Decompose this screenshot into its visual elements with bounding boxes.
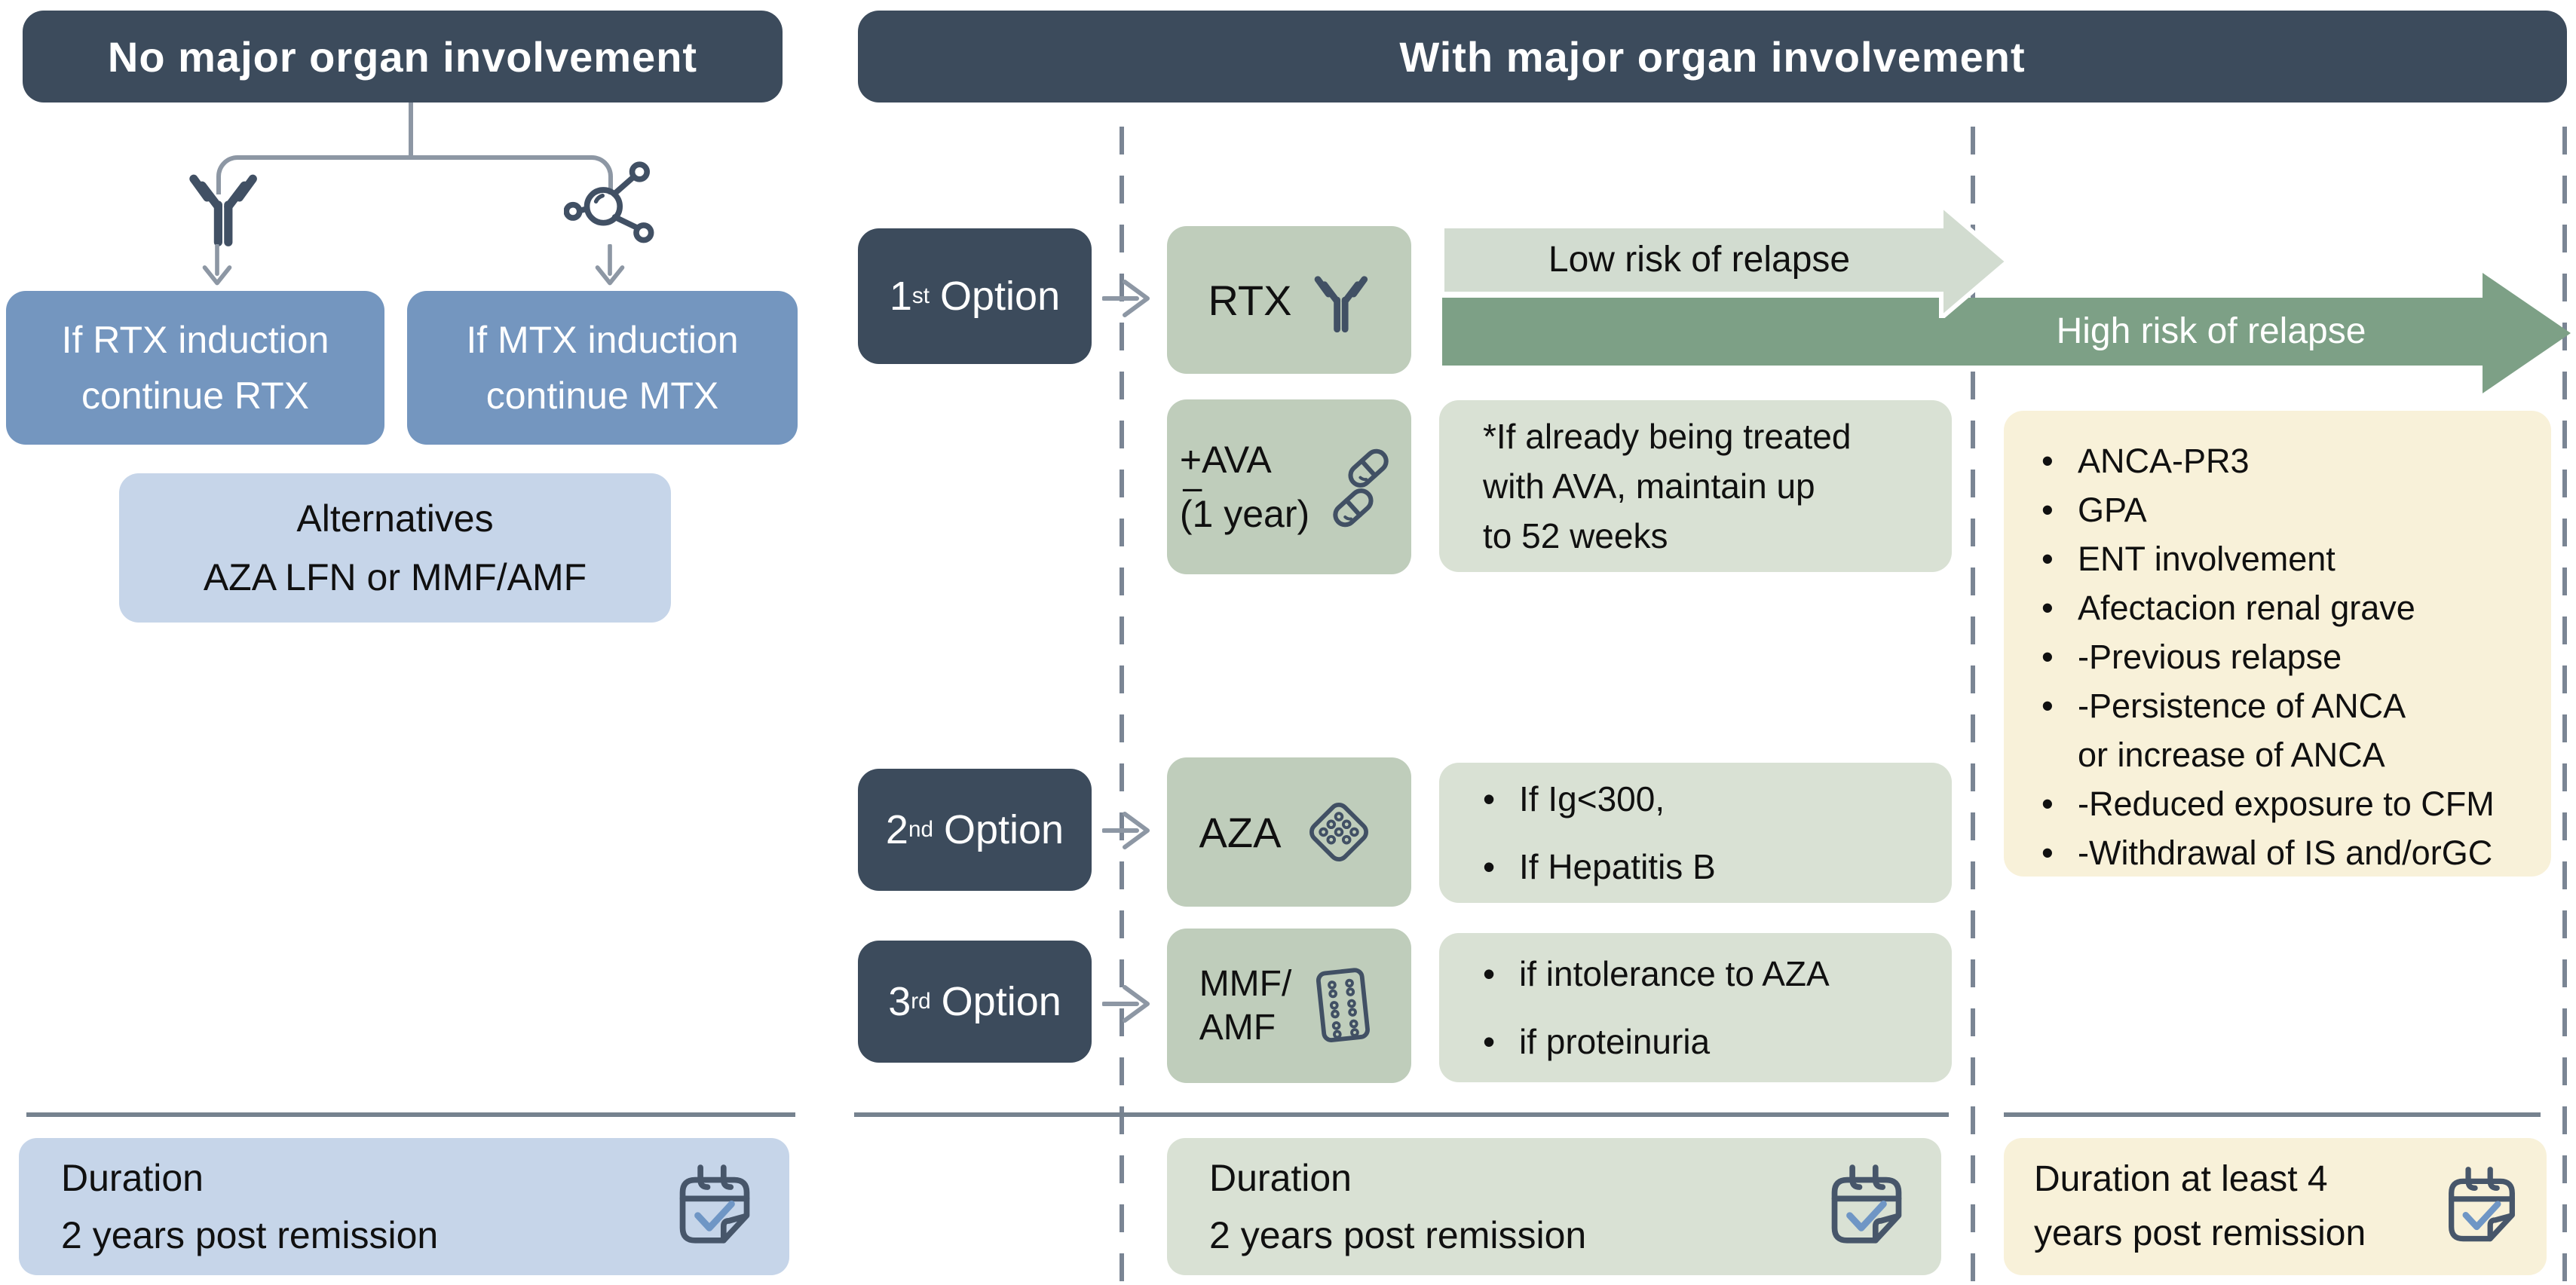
bullet: • <box>1483 779 1496 818</box>
high-risk-label: High risk of relapse <box>2056 311 2366 351</box>
dashed-separator <box>1971 127 1975 1285</box>
molecule-icon <box>564 161 654 243</box>
rtx-induction-box: If RTX induction continue RTX <box>6 291 384 445</box>
option-3-number: 3 <box>888 979 911 1024</box>
divider-line-left <box>26 1112 795 1117</box>
bullet: • <box>2042 638 2054 676</box>
alternatives-drugs: AZA LFN or MMF/AMF <box>203 556 587 598</box>
option-1-number: 1 <box>889 274 912 319</box>
dashed-separator <box>1120 127 1124 1285</box>
option-2-number: 2 <box>885 807 908 852</box>
duration-box-middle: Duration 2 years post remission <box>1167 1138 1941 1275</box>
risk-item: •ENT involvement <box>2042 534 2539 583</box>
aza-note-box: •If Ig<300, •If Hepatitis B <box>1439 763 1952 903</box>
calendar-check-icon <box>2449 1167 2515 1242</box>
duration-box-left: Duration 2 years post remission <box>19 1138 789 1275</box>
high-risk-arrow: High risk of relapse <box>1442 273 2571 393</box>
alternatives-title: Alternatives <box>296 497 494 540</box>
aza-box: AZA <box>1167 757 1411 907</box>
calendar-check-icon <box>1831 1164 1902 1244</box>
left-panel-header: No major organ involvement <box>23 11 783 102</box>
duration-mid-line2: 2 years post remission <box>1209 1214 1587 1256</box>
divider-line-middle <box>854 1112 1949 1117</box>
ava-duration-label: (1 year) <box>1179 493 1310 535</box>
right-panel-header: With major organ involvement <box>858 11 2567 102</box>
down-arrow-icon <box>202 244 232 286</box>
alternatives-box: Alternatives AZA LFN or MMF/AMF <box>119 473 671 623</box>
duration-box-right: Duration at least 4 years post remission <box>2004 1138 2547 1275</box>
ava-note-box: *If already being treated with AVA, main… <box>1439 400 1952 572</box>
mmf-label-line2: AMF <box>1199 1007 1276 1048</box>
bullet: • <box>1483 1022 1496 1061</box>
rtx-induction-line2: continue RTX <box>81 375 310 417</box>
risk-item-continuation: or increase of ANCA <box>2078 736 2385 774</box>
mtx-induction-box: If MTX induction continue MTX <box>407 291 798 445</box>
option-1-word: Option <box>940 274 1061 319</box>
bullet: • <box>2042 834 2054 872</box>
pill-blister-icon <box>1316 967 1371 1042</box>
duration-left-line2: 2 years post remission <box>61 1214 439 1256</box>
duration-right-line2: years post remission <box>2034 1213 2366 1253</box>
high-risk-factors-box: •ANCA-PR3 •GPA •ENT involvement •Afectac… <box>2004 411 2551 877</box>
ava-plusminus: – <box>1182 467 1202 506</box>
bullet: • <box>2042 785 2054 823</box>
bullet: • <box>2042 589 2054 627</box>
mmf-note-item: •if proteinuria <box>1483 1017 1952 1066</box>
antibody-icon <box>189 174 257 246</box>
bullet: • <box>2042 687 2054 725</box>
duration-right-line1: Duration at least 4 <box>2034 1159 2328 1199</box>
bullet: • <box>1483 954 1496 993</box>
ava-note-line2: with AVA, maintain up <box>1483 467 1815 506</box>
bullet: • <box>2042 442 2054 480</box>
option-2-word: Option <box>943 807 1064 852</box>
low-risk-label: Low risk of relapse <box>1548 240 1851 280</box>
duration-left-line1: Duration <box>61 1157 204 1199</box>
right-arrow-icon <box>1102 985 1150 1023</box>
mmf-note-item: •if intolerance to AZA <box>1483 949 1952 999</box>
risk-item: •-Reduced exposure to CFM <box>2042 779 2539 828</box>
connector-line <box>409 102 413 157</box>
antibody-icon <box>1314 276 1368 333</box>
low-risk-arrow: Low risk of relapse <box>1442 205 2008 318</box>
branch-bracket <box>216 155 613 194</box>
risk-item: •GPA <box>2042 485 2539 534</box>
aza-label: AZA <box>1199 808 1282 856</box>
aza-note-item: •If Ig<300, <box>1483 774 1952 824</box>
blister-pack-icon <box>1309 803 1369 861</box>
rtx-box: RTX <box>1167 226 1411 374</box>
risk-item: •-Previous relapse <box>2042 632 2539 681</box>
option-3-word: Option <box>941 979 1061 1024</box>
capsules-icon <box>1333 448 1389 528</box>
bullet: • <box>2042 540 2054 578</box>
aza-note-item: •If Hepatitis B <box>1483 842 1952 892</box>
bullet: • <box>1483 847 1496 886</box>
rtx-label: RTX <box>1208 276 1292 324</box>
risk-item: •ANCA-PR3 <box>2042 436 2539 485</box>
calendar-check-icon <box>679 1164 750 1244</box>
divider-line-right <box>2004 1112 2541 1117</box>
right-arrow-icon <box>1102 812 1150 849</box>
mmf-box: MMF/ AMF <box>1167 929 1411 1083</box>
mmf-label-line1: MMF/ <box>1199 963 1292 1004</box>
ava-label: +AVA <box>1179 439 1272 481</box>
dashed-separator <box>2562 127 2567 1285</box>
mtx-induction-line1: If MTX induction <box>466 319 739 361</box>
right-arrow-icon <box>1102 280 1150 317</box>
bullet: • <box>2042 491 2054 529</box>
duration-mid-line1: Duration <box>1209 1157 1352 1199</box>
risk-item: •-Persistence of ANCA <box>2042 681 2539 730</box>
mtx-induction-line2: continue MTX <box>485 375 719 417</box>
ava-note-line3: to 52 weeks <box>1483 516 1668 555</box>
rtx-induction-line1: If RTX induction <box>61 319 329 361</box>
ava-note-line1: *If already being treated <box>1483 417 1852 456</box>
ava-box: +AVA – (1 year) <box>1167 399 1411 574</box>
risk-item: •Afectacion renal grave <box>2042 583 2539 632</box>
down-arrow-icon <box>595 244 625 286</box>
mmf-note-box: •if intolerance to AZA •if proteinuria <box>1439 933 1952 1082</box>
risk-item: •-Withdrawal of IS and/orGC <box>2042 828 2539 877</box>
